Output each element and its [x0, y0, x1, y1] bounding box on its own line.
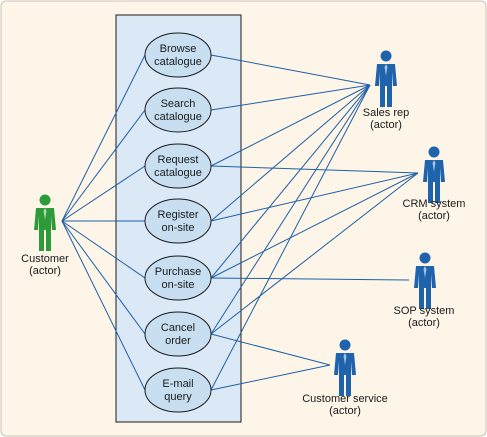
actor-role: (actor): [29, 265, 61, 277]
association-line-sales-purchase: [210, 84, 371, 279]
use-case-label: Request: [158, 154, 199, 166]
person-icon: [334, 339, 356, 396]
association-lines: [61, 54, 419, 391]
use-case-label: catalogue: [154, 56, 202, 68]
actor-name: CRM system: [403, 198, 466, 210]
association-line-sales-request: [210, 84, 371, 167]
actor-name: SOP system: [394, 305, 455, 317]
use-case-label: E-mail: [162, 378, 193, 390]
association-line-cs-email: [210, 364, 331, 391]
use-case-label: query: [164, 391, 192, 403]
association-line-crm-request: [210, 165, 419, 174]
use-case-label: Browse: [160, 43, 197, 55]
actor-role: (actor): [329, 405, 361, 417]
person-icon: [423, 146, 445, 203]
association-line-sales-browse: [210, 54, 371, 86]
use-case-ellipse: [144, 32, 212, 78]
person-icon: [414, 252, 436, 309]
actor-cs: Customer service(actor): [302, 339, 388, 417]
use-case-label: on-site: [161, 222, 194, 234]
use-case-label: on-site: [161, 279, 194, 291]
use-case-ellipse: [144, 367, 212, 413]
use-case-list: BrowsecatalogueSearchcatalogueRequestcat…: [144, 32, 212, 413]
association-line-customer-email: [61, 220, 146, 391]
actor-name: Sales rep: [363, 107, 409, 119]
actor-sales: Sales rep(actor): [363, 50, 409, 131]
association-line-sales-cancel: [210, 84, 371, 335]
association-line-sop-purchase: [210, 277, 410, 281]
use-case-ellipse: [144, 198, 212, 244]
association-line-crm-cancel: [210, 172, 419, 335]
association-line-crm-register: [210, 172, 419, 222]
use-case-label: Cancel: [161, 322, 195, 334]
person-icon: [375, 50, 397, 107]
actor-name: Customer: [21, 253, 69, 265]
use-case-label: order: [165, 335, 191, 347]
association-line-cs-cancel: [210, 333, 331, 366]
use-case-ellipse: [144, 255, 212, 301]
actor-role: (actor): [418, 210, 450, 222]
association-line-sales-register: [210, 84, 371, 222]
use-case-ellipse: [144, 143, 212, 189]
use-case-label: Register: [158, 209, 199, 221]
use-case-ellipse: [144, 311, 212, 357]
actor-role: (actor): [408, 317, 440, 329]
use-case-label: Purchase: [155, 266, 201, 278]
use-case-label: Search: [161, 98, 196, 110]
actor-crm: CRM system(actor): [403, 146, 466, 222]
association-line-customer-cancel: [61, 220, 146, 335]
actor-list: Customer(actor)Sales rep(actor)CRM syste…: [21, 50, 466, 417]
association-line-customer-request: [61, 165, 146, 222]
association-line-customer-browse: [61, 54, 146, 222]
actor-name: Customer service: [302, 393, 388, 405]
association-line-customer-search: [61, 109, 146, 222]
use-case-ellipse: [144, 87, 212, 133]
use-case-label: catalogue: [154, 111, 202, 123]
association-line-customer-purchase: [61, 220, 146, 279]
actor-role: (actor): [370, 119, 402, 131]
use-case-label: catalogue: [154, 167, 202, 179]
association-line-crm-purchase: [210, 172, 419, 279]
actor-customer: Customer(actor): [21, 194, 69, 277]
association-line-sales-search: [210, 84, 371, 111]
actor-sop: SOP system(actor): [394, 252, 455, 329]
person-icon: [34, 194, 56, 251]
